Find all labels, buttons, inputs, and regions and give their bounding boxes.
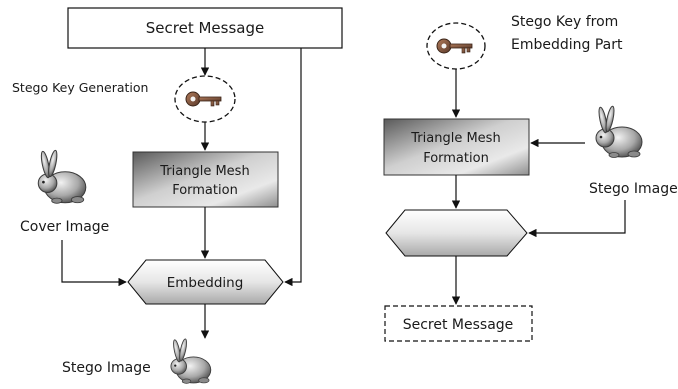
secret-message-output-label: Secret Message (403, 317, 514, 333)
bunny-icon (37, 149, 87, 204)
bunny-icon (595, 105, 643, 158)
stego-key-from-label-line2: Embedding Part (511, 37, 623, 53)
secret-message-label: Secret Message (146, 19, 264, 37)
mesh-label-line2: Formation (172, 183, 238, 198)
extraction-connectors (451, 69, 626, 305)
embedding-connectors (61, 48, 302, 339)
extraction-hexagon (385, 209, 528, 257)
triangle-mesh-box (132, 151, 279, 208)
mesh-label-line1-right: Triangle Mesh (410, 131, 500, 146)
cover-image-label: Cover Image (20, 219, 109, 235)
stego-image-input-label: Stego Image (589, 181, 678, 197)
stego-key-from-label-line1: Stego Key from (511, 14, 618, 30)
stego-image-output-label: Stego Image (62, 360, 151, 376)
triangle-mesh-box-right (383, 118, 530, 176)
stego-key-generation-label: Stego Key Generation (12, 80, 148, 95)
secret-message-box (67, 7, 343, 49)
embedding-label: Embedding (167, 275, 244, 291)
mesh-label-line2-right: Formation (423, 151, 489, 166)
secret-message-output-box (384, 305, 533, 342)
extraction-part: Stego Key from Embedding Part Triangle M… (383, 14, 678, 342)
bunny-icon (170, 338, 212, 384)
embedding-part: Secret Message Stego Key Generation Tria… (12, 7, 343, 384)
mesh-label-line1: Triangle Mesh (159, 164, 249, 179)
embedding-hexagon (127, 259, 284, 305)
